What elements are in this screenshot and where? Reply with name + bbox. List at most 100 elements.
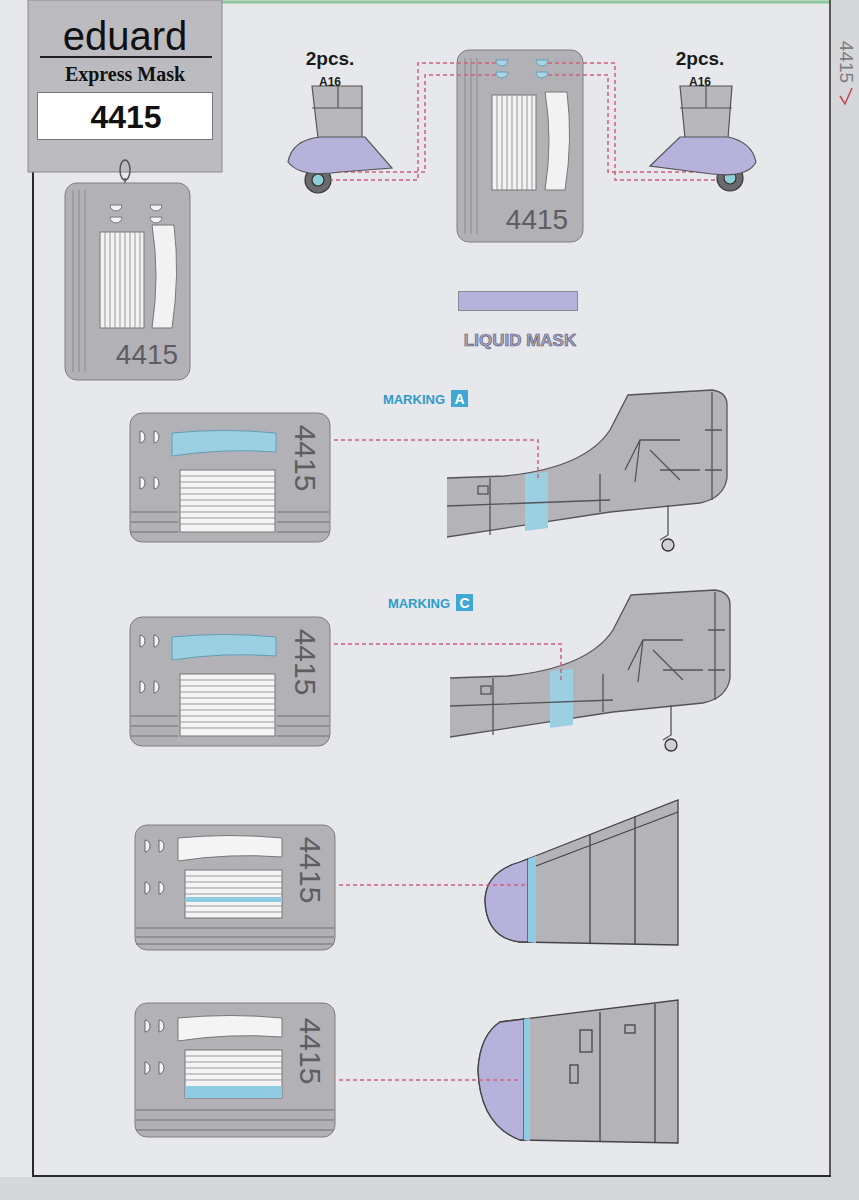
landing-gear [680, 86, 732, 108]
mask-sheet [135, 1003, 335, 1137]
mask-sheet: 4415 [457, 50, 583, 242]
box-text: 4415 [295, 837, 325, 904]
mask-sheet [110, 205, 162, 223]
landing-gear [312, 86, 362, 108]
tail-fuselage [625, 440, 680, 482]
header-panel [28, 0, 222, 184]
wing [536, 812, 678, 945]
box-text: 4415 [506, 206, 568, 234]
mask-sheet [492, 95, 536, 190]
box-text: 4415 [290, 425, 320, 492]
mask-sheet [185, 1050, 282, 1098]
mask-sheet [145, 1020, 164, 1074]
landing-gear [650, 137, 756, 175]
tail-fuselage [447, 392, 722, 535]
tail-fuselage [481, 686, 491, 694]
tail-fuselage [665, 739, 677, 751]
wing [478, 1000, 678, 1143]
tail-fuselage [525, 472, 548, 531]
wing [528, 856, 536, 943]
tail-fuselage [660, 505, 668, 540]
mask-sheet [130, 617, 330, 746]
mask-sheet [65, 183, 190, 380]
quantity: 2pcs. [676, 49, 725, 68]
mask-sheet: 4415 [130, 413, 330, 542]
mask-sheet [135, 825, 335, 950]
mask-sheet [73, 190, 85, 372]
header-panel [28, 0, 222, 172]
wing [478, 1000, 678, 1143]
marking-label: MARKING [388, 597, 450, 610]
mask-sheet: 4415 [135, 1003, 335, 1137]
part-number: A16 [319, 76, 341, 88]
mask-sheet [131, 512, 329, 532]
box-text: A [454, 392, 464, 406]
mask-sheet [131, 716, 329, 736]
paper [32, 0, 34, 1177]
mask-sheet [545, 92, 570, 190]
landing-gear [680, 86, 732, 138]
part-number: A16 [689, 76, 711, 88]
wing [485, 859, 528, 942]
header-panel [40, 56, 212, 58]
tail-fuselage [628, 640, 683, 682]
tail-fuselage [447, 390, 727, 551]
mask-sheet [180, 674, 275, 736]
marking-letter-box: A [451, 390, 468, 407]
wing [524, 1018, 530, 1141]
box-text: 4415 [116, 341, 178, 369]
box-text: 4415 [290, 629, 320, 696]
mask-sheet [135, 1003, 335, 1137]
edge-number: 4415 [837, 41, 856, 83]
box-subtext: Express Mask [65, 64, 185, 84]
mask-sheet [130, 617, 330, 746]
wing [625, 1025, 635, 1033]
mask-sheet [135, 825, 335, 950]
leader-line [339, 884, 528, 886]
leader-line [334, 440, 561, 1080]
mask-sheet [105, 232, 140, 328]
paper [0, 0, 831, 1177]
mask-sheet [497, 95, 532, 190]
mask-sheet [136, 1110, 334, 1130]
tail-fuselage [662, 539, 674, 551]
mask-sheet [496, 60, 548, 78]
tail-fuselage [447, 390, 727, 537]
mask-sheet [180, 680, 275, 728]
paper [829, 0, 831, 1177]
mask-sheet: 4415 [65, 183, 190, 380]
landing-gear [312, 174, 324, 186]
mask-sheet [465, 58, 477, 234]
mask-sheet [172, 431, 276, 457]
box-text: 4415 [90, 101, 161, 133]
leader-line [334, 644, 561, 680]
tail-fuselage [450, 592, 725, 735]
marking-letter-box: C [456, 594, 473, 611]
box-text: 4415 [295, 1018, 325, 1085]
mask-sheet [140, 635, 159, 693]
tail-fuselage [450, 590, 730, 751]
mask-sheet [65, 183, 190, 380]
box-text: eduard [63, 16, 188, 56]
mask-sheet [457, 50, 583, 242]
mask-sheet [130, 413, 330, 542]
mask-sheet: 4415 [130, 617, 330, 746]
mask-sheet [178, 1016, 282, 1042]
mask-sheet [136, 928, 334, 944]
landing-gear [288, 137, 392, 174]
paper [33, 1175, 831, 1177]
mask-sheet [130, 413, 330, 542]
mask-sheet [145, 840, 164, 894]
mask-sheet [457, 50, 583, 242]
mask-sheet [185, 870, 282, 918]
mask-sheet [172, 635, 276, 661]
mask-sheet [178, 836, 282, 862]
mask-sheet: 4415 [135, 825, 335, 950]
mask-sheet [152, 225, 177, 328]
wing [600, 1004, 655, 1143]
wing [485, 800, 678, 945]
legend-swatch [458, 291, 578, 311]
header-box: eduardExpress Mask 4415 [28, 0, 222, 172]
